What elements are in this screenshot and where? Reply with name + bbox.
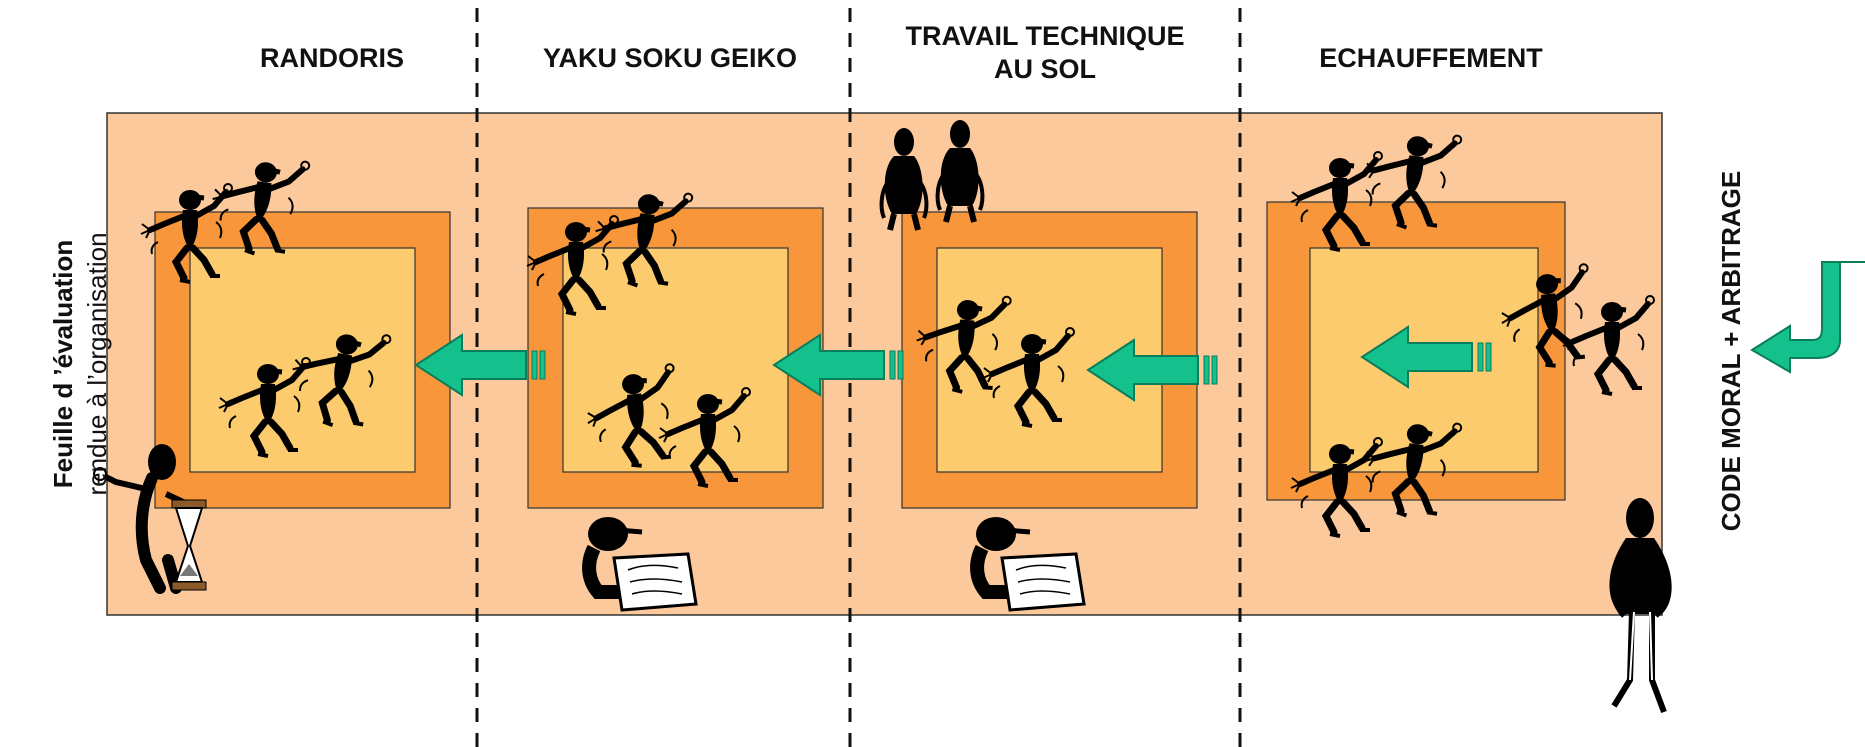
title-line: YAKU SOKU GEIKO bbox=[542, 43, 798, 73]
section-title-yaku-soku-geiko: YAKU SOKU GEIKO bbox=[510, 42, 830, 75]
section-title-travail-technique: TRAVAIL TECHNIQUE AU SOL bbox=[866, 20, 1224, 86]
title-line: ECHAUFFEMENT bbox=[1319, 43, 1543, 73]
hourglass-timekeeper-icon bbox=[93, 444, 207, 594]
title-line: TRAVAIL TECHNIQUE bbox=[905, 21, 1185, 51]
left-label-line: Feuille d ’évaluation bbox=[48, 239, 78, 489]
right-vertical-label: CODE MORAL + ARBITRAGE bbox=[1714, 131, 1748, 571]
title-line: RANDORIS bbox=[259, 43, 404, 73]
right-label-text: CODE MORAL + ARBITRAGE bbox=[1716, 170, 1746, 532]
left-vertical-label: Feuille d ’évaluation rendue à l’organis… bbox=[46, 144, 114, 584]
return-arrow-icon bbox=[1750, 261, 1865, 374]
left-label-line: rendue à l’organisation bbox=[82, 232, 112, 496]
referee-figure-icon bbox=[1609, 498, 1672, 714]
section-title-echauffement: ECHAUFFEMENT bbox=[1276, 42, 1586, 75]
section-title-randoris: RANDORIS bbox=[232, 42, 432, 75]
title-line: AU SOL bbox=[993, 54, 1096, 84]
